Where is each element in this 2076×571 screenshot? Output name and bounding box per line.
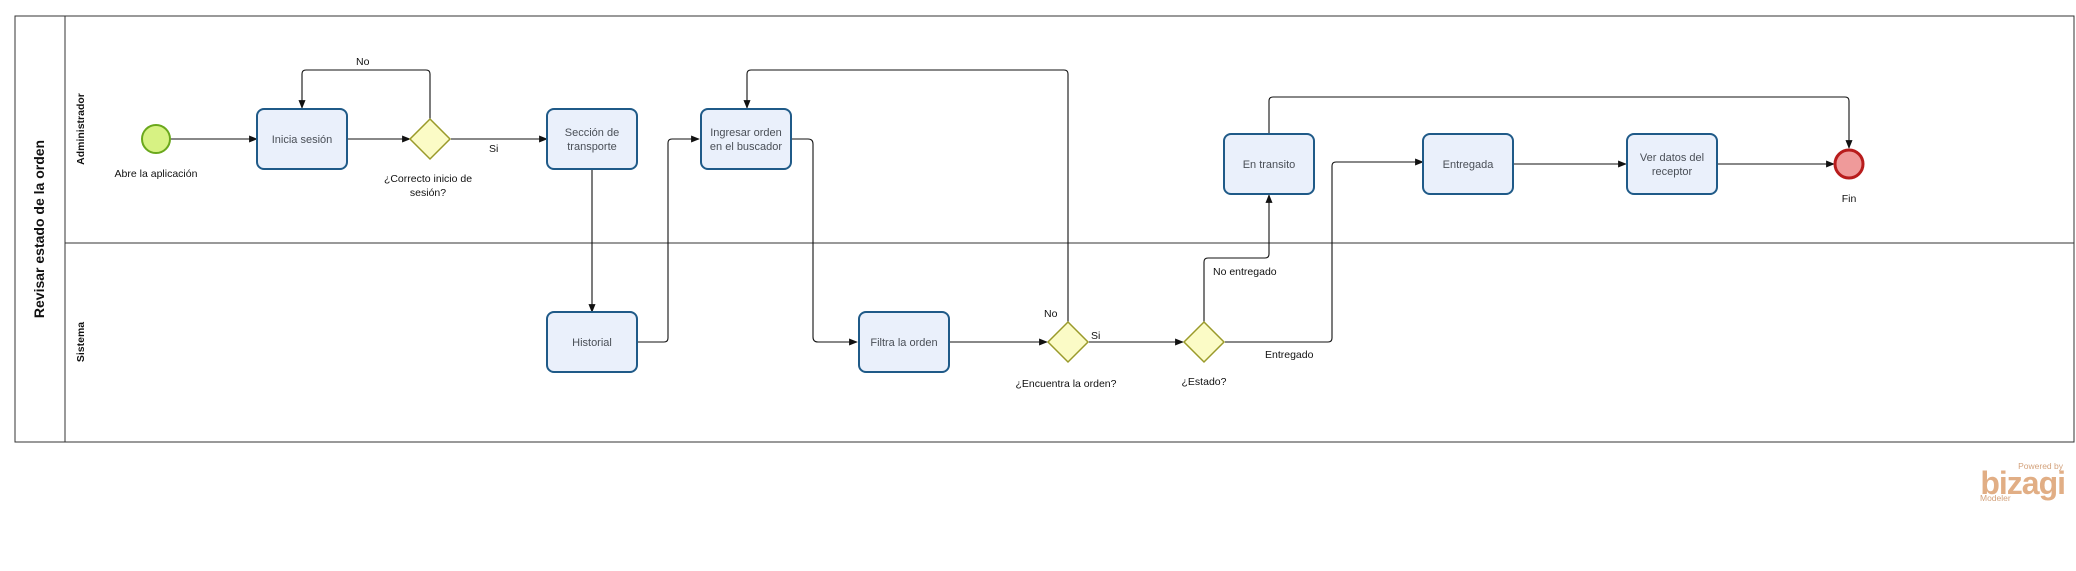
flow-gateway-encuentra-no bbox=[743, 69, 1069, 322]
task-label-line1: Ver datos del bbox=[1640, 152, 1704, 164]
flow-label-no-entregado: No entregado bbox=[1213, 266, 1277, 278]
gateway-correcto-inicio[interactable]: ¿Correcto inicio de sesión? bbox=[384, 117, 472, 199]
flow-gateway-correcto-no bbox=[298, 69, 431, 119]
task-entregada[interactable]: Entregada bbox=[1422, 133, 1514, 195]
task-label-line2: transporte bbox=[567, 141, 617, 153]
flow-transito-to-fin bbox=[1268, 96, 1853, 149]
start-event-label: Abre la aplicación bbox=[115, 168, 198, 180]
task-seccion-transporte[interactable]: Sección de transporte bbox=[546, 108, 638, 170]
flow-label-si: Si bbox=[1091, 330, 1100, 342]
gateway-diamond-icon[interactable] bbox=[1182, 320, 1226, 364]
gateway-encuentra-orden[interactable]: ¿Encuentra la orden? bbox=[1016, 320, 1117, 390]
gateway-label: ¿Encuentra la orden? bbox=[1016, 378, 1117, 390]
flow-labels: No Si No Si No entregado Entregado bbox=[356, 56, 1314, 361]
task-label: Filtra la orden bbox=[870, 337, 937, 349]
start-event-icon[interactable] bbox=[141, 124, 171, 154]
task-label-line2: receptor bbox=[1652, 166, 1693, 178]
flow-ingresar-to-filtra bbox=[791, 138, 858, 346]
end-event-label: Fin bbox=[1842, 193, 1857, 205]
end-event[interactable]: Fin bbox=[1833, 148, 1865, 205]
gateway-diamond-icon[interactable] bbox=[408, 117, 452, 161]
flow-label-entregado: Entregado bbox=[1265, 349, 1314, 361]
task-filtra-orden[interactable]: Filtra la orden bbox=[858, 311, 950, 373]
lane-title-administrador: Administrador bbox=[75, 93, 87, 165]
flow-label-no: No bbox=[1044, 308, 1058, 320]
task-label: Historial bbox=[572, 337, 612, 349]
pool: Revisar estado de la orden Administrador… bbox=[14, 15, 2075, 443]
task-label: Inicia sesión bbox=[272, 134, 333, 146]
task-historial[interactable]: Historial bbox=[546, 311, 638, 373]
task-inicia-sesion[interactable]: Inicia sesión bbox=[256, 108, 348, 170]
task-en-transito[interactable]: En transito bbox=[1223, 133, 1315, 195]
flow-gateway-estado-entregado bbox=[1225, 158, 1424, 343]
gateway-label-line2: sesión? bbox=[410, 187, 446, 199]
gateway-label: ¿Estado? bbox=[1182, 376, 1227, 388]
sequence-flows bbox=[170, 69, 1853, 346]
pool-title: Revisar estado de la orden bbox=[31, 140, 47, 318]
gateway-estado[interactable]: ¿Estado? bbox=[1182, 320, 1227, 388]
bizagi-watermark: Powered by bizagi Modeler bbox=[1980, 461, 2066, 503]
lane-title-sistema: Sistema bbox=[75, 322, 87, 362]
start-event[interactable]: Abre la aplicación bbox=[115, 124, 198, 180]
flow-label-no: No bbox=[356, 56, 370, 68]
task-ingresar-orden[interactable]: Ingresar orden en el buscador bbox=[700, 108, 792, 170]
task-label-line2: en el buscador bbox=[710, 141, 782, 153]
flow-label-si: Si bbox=[489, 143, 498, 155]
task-label-line1: Sección de bbox=[565, 127, 619, 139]
task-label-line1: Ingresar orden bbox=[710, 127, 782, 139]
gateway-label-line1: ¿Correcto inicio de bbox=[384, 173, 472, 185]
flow-gateway-estado-no-entregado bbox=[1203, 194, 1273, 322]
flow-historial-to-ingresar bbox=[638, 135, 700, 343]
end-event-icon[interactable] bbox=[1833, 148, 1865, 180]
gateway-diamond-icon[interactable] bbox=[1046, 320, 1090, 364]
task-label: Entregada bbox=[1443, 159, 1495, 171]
bizagi-logo: bizagi bbox=[1980, 465, 2065, 501]
watermark-powered-by: Powered by bbox=[2018, 461, 2064, 471]
task-label: En transito bbox=[1243, 159, 1296, 171]
watermark-modeler: Modeler bbox=[1980, 493, 2011, 503]
task-ver-datos-receptor[interactable]: Ver datos del receptor bbox=[1626, 133, 1718, 195]
